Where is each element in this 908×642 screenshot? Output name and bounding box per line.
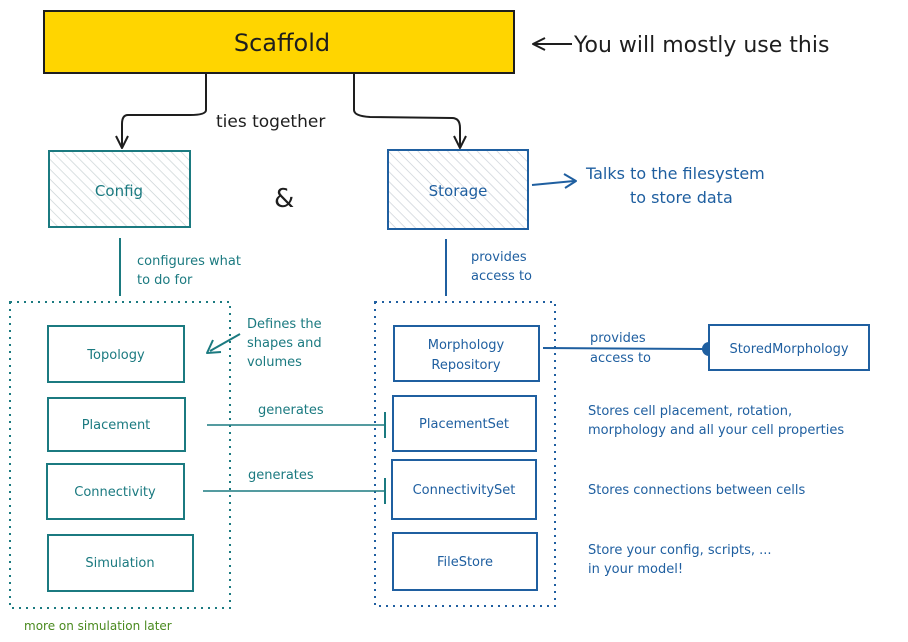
storage-access-line2: access to <box>471 269 532 284</box>
connectivity-set-box: ConnectivitySet <box>391 459 537 520</box>
config-note-line1: configures what <box>137 254 241 269</box>
storage-note-arrow <box>531 173 577 189</box>
config-label: Config <box>95 182 143 200</box>
placement-label: Placement <box>82 418 151 433</box>
topology-box: Topology <box>47 325 185 383</box>
placement-set-box: PlacementSet <box>392 395 537 452</box>
file-store-note-line1: Store your config, scripts, ... <box>588 543 772 558</box>
ties-together-label: ties together <box>216 112 325 132</box>
defines-note-line2: shapes and <box>247 336 322 351</box>
scaffold-note: You will mostly use this <box>573 33 829 58</box>
storage-access-line1: provides <box>471 250 527 265</box>
config-note-line2: to do for <box>137 273 193 288</box>
placement-box: Placement <box>47 397 186 452</box>
topology-label: Topology <box>86 348 145 363</box>
connectivity-set-note: Stores connections between cells <box>588 483 806 498</box>
placement-set-note-line1: Stores cell placement, rotation, <box>588 404 792 419</box>
storage-box: Storage <box>387 149 529 230</box>
scaffold-box: Scaffold <box>43 10 515 74</box>
morphology-label-line1: Morphology <box>428 338 505 353</box>
file-store-note-line2: in your model! <box>588 562 683 577</box>
defines-note-line3: volumes <box>247 355 302 370</box>
storage-note-line1: Talks to the filesystem <box>585 164 765 183</box>
placement-set-label: PlacementSet <box>419 417 509 432</box>
connectivity-box: Connectivity <box>46 463 185 520</box>
generates-connector-connectivity <box>203 478 386 504</box>
storage-note-line2: to store data <box>630 188 733 207</box>
defines-note-line1: Defines the <box>247 317 322 332</box>
storage-group <box>374 301 556 607</box>
ampersand: & <box>274 184 294 214</box>
connectivity-set-label: ConnectivitySet <box>413 483 516 498</box>
generates-label-1: generates <box>258 403 324 418</box>
defines-arrow <box>206 333 241 354</box>
stored-morphology-label: StoredMorphology <box>729 342 848 357</box>
morphology-label-line2: Repository <box>431 358 500 373</box>
scaffold-note-arrow <box>532 37 572 51</box>
simulation-box: Simulation <box>47 534 194 592</box>
generates-label-2: generates <box>248 468 314 483</box>
provides-label-line1: provides <box>590 331 646 346</box>
file-store-box: FileStore <box>392 532 538 591</box>
stored-morphology-box: StoredMorphology <box>708 324 870 371</box>
provides-label-line2: access to <box>590 351 651 366</box>
file-store-label: FileStore <box>437 555 493 570</box>
morphology-repository-box: Morphology Repository <box>393 325 540 382</box>
simulation-label: Simulation <box>85 556 154 571</box>
ties-together-arrows <box>115 74 467 149</box>
generates-connector-placement <box>207 412 386 438</box>
connectivity-label: Connectivity <box>74 485 156 500</box>
simulation-later-note: more on simulation later <box>24 619 172 633</box>
scaffold-label: Scaffold <box>234 29 330 57</box>
config-group <box>9 301 231 609</box>
placement-set-note-line2: morphology and all your cell properties <box>588 423 844 438</box>
config-box: Config <box>48 150 191 228</box>
storage-label: Storage <box>429 182 488 200</box>
